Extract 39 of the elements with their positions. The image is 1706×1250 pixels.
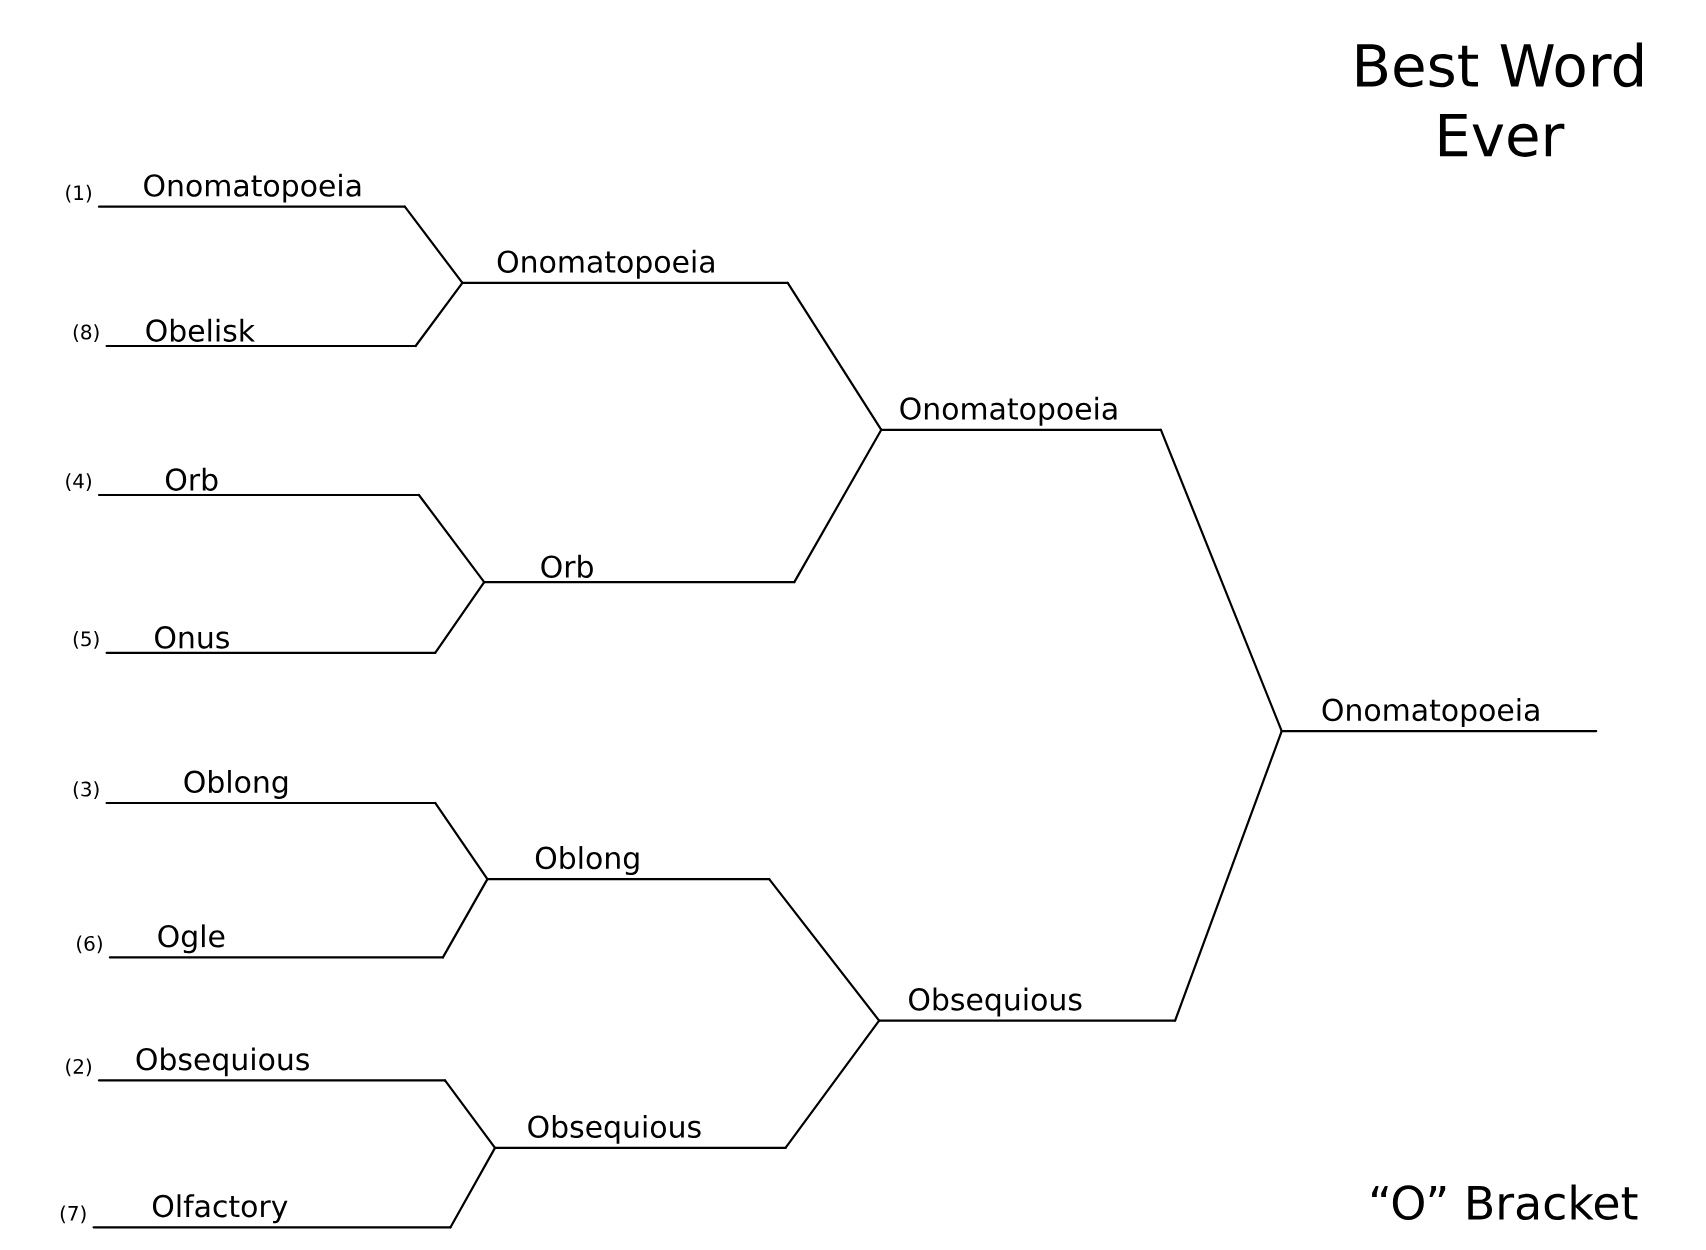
seed-number: (8) xyxy=(73,324,99,342)
bracket-connector xyxy=(434,801,489,881)
seed-number: (4) xyxy=(66,473,91,491)
bracket-slot: Oblong xyxy=(486,846,771,881)
bracket-connector xyxy=(1159,428,1283,733)
bracket-slot: Obsequious xyxy=(878,987,1177,1022)
bracket-connector xyxy=(786,281,883,431)
bracket-connector xyxy=(441,878,489,959)
bracket-slot: Onus xyxy=(105,626,437,654)
seed-number: (5) xyxy=(73,630,99,649)
bracket-connector xyxy=(768,878,881,1022)
bracket-slot: Olfactory xyxy=(92,1194,452,1229)
bracket-connector xyxy=(449,1146,497,1229)
bracket-slot: Obsequious xyxy=(97,1047,447,1082)
caption: “O” Bracket xyxy=(1372,1184,1638,1221)
seed-number: (7) xyxy=(60,1205,86,1224)
bracket-connector xyxy=(417,493,486,584)
bracket-connector xyxy=(1174,730,1283,1022)
bracket-slot: Onomatopoeia xyxy=(97,173,406,208)
bracket-slot: Onomatopoeia xyxy=(880,396,1162,431)
bracket-slot: Obelisk xyxy=(105,318,417,348)
bracket-slot: Onomatopoeia xyxy=(1280,698,1598,733)
seed-number: (2) xyxy=(66,1058,91,1077)
bracket-slot: Onomatopoeia xyxy=(461,249,789,284)
title: Best Word Ever xyxy=(1357,42,1642,157)
bracket-slot: Obsequious xyxy=(493,1114,787,1149)
bracket-connector xyxy=(414,281,464,348)
bracket-connector xyxy=(793,428,883,584)
bracket-connector xyxy=(784,1019,881,1149)
bracket-slot: Ogle xyxy=(108,924,444,959)
bracket-connector xyxy=(443,1079,497,1149)
seed-number: (1) xyxy=(66,184,91,203)
bracket-slot: Orb xyxy=(97,467,420,497)
bracket-slot: Oblong xyxy=(105,770,437,805)
seed-number: (3) xyxy=(73,781,99,799)
bracket-connector xyxy=(403,205,464,284)
seed-number: (6) xyxy=(77,935,102,954)
bracket-slot: Orb xyxy=(483,554,796,584)
bracket-connector xyxy=(434,581,486,654)
